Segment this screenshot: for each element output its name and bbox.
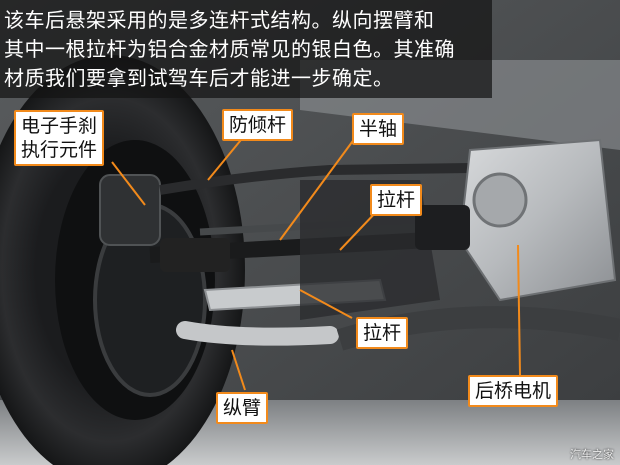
caption-line-3: 材质我们要拿到试驾车后才能进一步确定。 — [4, 66, 394, 90]
anti-roll-bar — [159, 163, 471, 195]
cv-boot — [160, 238, 230, 272]
motor-mount — [415, 205, 470, 250]
caption-box: 该车后悬架采用的是多连杆式结构。纵向摆臂和 其中一根拉杆为铝合金材质常见的银白色… — [0, 0, 492, 98]
leader-lines — [111, 134, 521, 391]
epb-actuator — [99, 174, 161, 246]
label-epb-line-1: 电子手刹 — [21, 115, 98, 137]
label-half-shaft: 半轴 — [352, 113, 405, 145]
label-epb-line-2: 执行元件 — [21, 139, 98, 161]
watermark: 汽车之家 — [570, 448, 614, 461]
caption-line-1: 该车后悬架采用的是多连杆式结构。纵向摆臂和 — [4, 8, 435, 32]
label-epb-actuator: 电子手刹 执行元件 — [14, 110, 105, 166]
label-tie-rod-lower: 拉杆 — [356, 317, 409, 349]
motor-flange — [472, 172, 528, 228]
label-tie-rod-upper: 拉杆 — [370, 184, 423, 216]
trailing-arm — [176, 321, 339, 346]
label-trailing-arm: 纵臂 — [216, 392, 269, 424]
caption-line-2: 其中一根拉杆为铝合金材质常见的银白色。其准确 — [4, 37, 455, 61]
label-anti-roll-bar: 防倾杆 — [222, 109, 294, 141]
label-rear-motor: 后桥电机 — [468, 375, 559, 407]
